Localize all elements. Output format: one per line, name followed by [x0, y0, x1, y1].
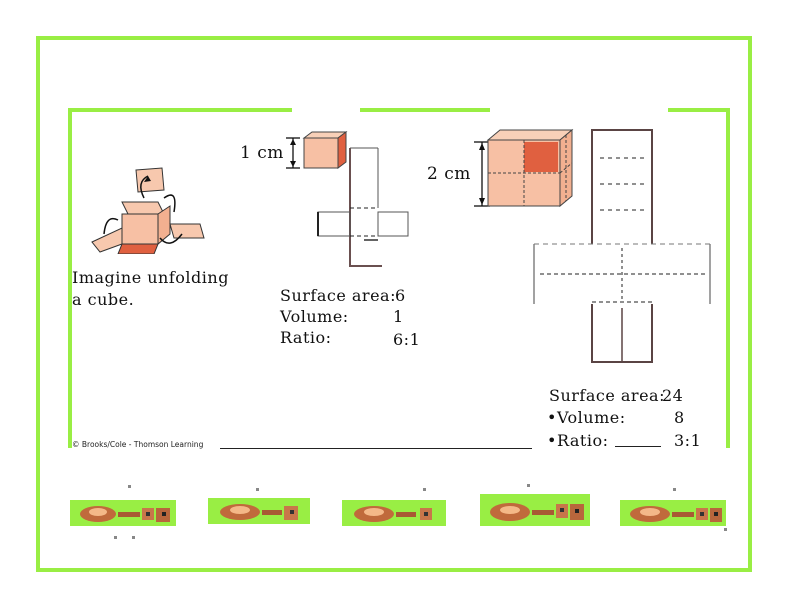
outer-frame — [36, 36, 752, 572]
pixel-dot — [673, 488, 676, 491]
small-cube-dimension-label: 1 cm — [240, 143, 284, 163]
small-cube-net — [317, 147, 409, 267]
large-cube-dimension-label: 2 cm — [427, 164, 471, 184]
small-ratio-label: Ratio: — [280, 328, 332, 347]
caption-line-2: a cube. — [72, 290, 135, 309]
copyright-credit: © Brooks/Cole - Thomson Learning — [72, 440, 204, 449]
pixel-dot — [256, 488, 259, 491]
pixel-dot — [132, 536, 135, 539]
large-cube-net — [533, 129, 711, 363]
inner-frame-top-right — [668, 108, 730, 112]
pixel-dot — [114, 536, 117, 539]
inner-frame-top-left — [68, 108, 292, 112]
unfolding-cube-illustration — [91, 167, 205, 254]
large-volume-label: •Volume: — [547, 408, 626, 427]
large-surface-area-value: 24 — [662, 386, 684, 405]
large-ratio-label: •Ratio: — [547, 431, 609, 450]
large-surface-area-label: Surface area: — [549, 386, 665, 405]
pixel-dot — [724, 528, 727, 531]
worm-sprite-4 — [480, 494, 590, 526]
large-cube-illustration — [474, 128, 574, 208]
inner-frame-right — [726, 108, 730, 448]
large-ratio-value: 3:1 — [674, 431, 702, 450]
caption-line-1: Imagine unfolding — [72, 268, 229, 287]
small-volume-label: Volume: — [280, 307, 349, 326]
small-ratio-value: 6:1 — [393, 330, 421, 349]
small-surface-area-value: 6 — [395, 286, 406, 305]
inner-frame-left — [68, 108, 72, 448]
small-cube-illustration — [286, 131, 348, 169]
pixel-dot — [423, 488, 426, 491]
small-volume-value: 1 — [393, 307, 404, 326]
large-volume-value: 8 — [674, 408, 685, 427]
pixel-dot — [128, 485, 131, 488]
worm-sprite-1 — [70, 500, 176, 526]
inner-frame-top-middle — [360, 108, 490, 112]
small-surface-area-label: Surface area: — [280, 286, 396, 305]
worm-sprite-3 — [342, 500, 446, 526]
worm-sprite-5 — [620, 500, 726, 526]
pixel-dot — [527, 484, 530, 487]
ratio-underline — [615, 446, 661, 447]
worm-sprite-2 — [208, 498, 310, 524]
bottom-divider — [220, 448, 532, 449]
